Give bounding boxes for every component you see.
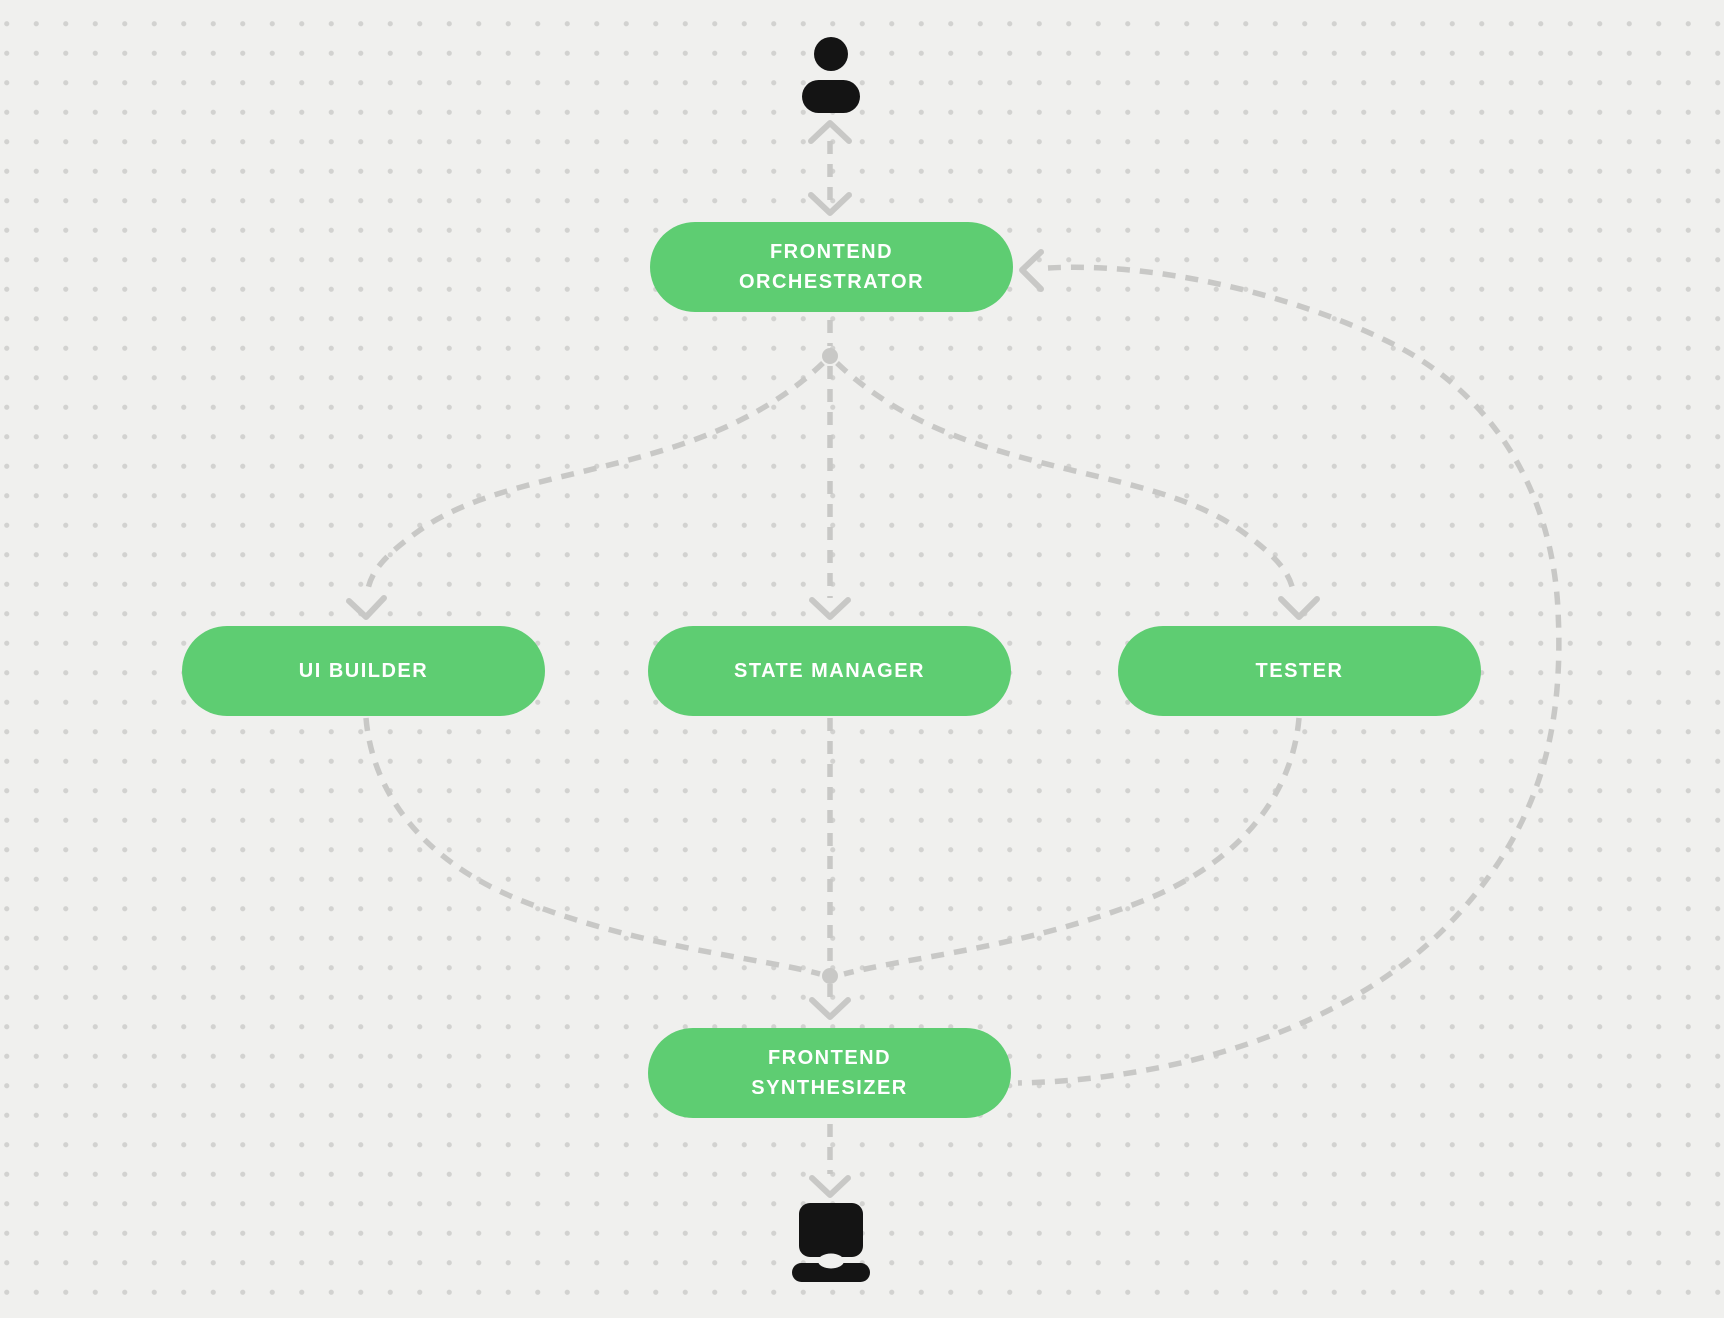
node-label: UI BUILDER: [298, 660, 429, 682]
node-label: STATE MANAGER: [734, 660, 925, 682]
node-label: TESTER: [1255, 660, 1344, 682]
node-frontend-orchestrator: FRONTEND ORCHESTRATOR: [650, 222, 1013, 312]
edge-orchestrator-ui-builder: [364, 361, 825, 595]
junction-blobs: [822, 348, 838, 984]
arrowhead-down-orchestrator: [808, 192, 852, 216]
edge-synthesizer-orchestrator: [1017, 264, 1562, 1086]
laptop-icon: [792, 1203, 870, 1282]
arrowhead-down-laptop: [809, 1175, 851, 1198]
user-icon: [802, 37, 860, 113]
edge-orchestrator-tester: [835, 361, 1297, 595]
branch-junction: [822, 348, 838, 364]
node-label: FRONTEND SYNTHESIZER: [751, 1047, 908, 1099]
connectors: [363, 141, 1562, 1174]
node-frontend-synthesizer: FRONTEND SYNTHESIZER: [648, 1028, 1011, 1118]
arrowhead-left-orchestrator-feedback: [1019, 249, 1044, 292]
merge-junction: [822, 968, 838, 984]
node-ui-builder: UI BUILDER: [182, 626, 545, 716]
node-state-manager: STATE MANAGER: [648, 626, 1011, 716]
arrowhead-down-tester: [1278, 596, 1320, 620]
arrowhead-up-user: [808, 120, 852, 144]
laptop-notch: [818, 1253, 844, 1269]
arrowhead-down-synthesizer: [809, 997, 851, 1020]
edge-ui-builder-synthesizer: [363, 717, 821, 977]
node-tester: TESTER: [1118, 626, 1481, 716]
node-label: FRONTEND ORCHESTRATOR: [738, 241, 925, 293]
edge-tester-synthesizer: [843, 717, 1302, 977]
arrowheads: [346, 120, 1320, 1198]
arrowhead-down-ui-builder: [346, 595, 387, 620]
arrowhead-down-state-manager: [809, 597, 851, 620]
